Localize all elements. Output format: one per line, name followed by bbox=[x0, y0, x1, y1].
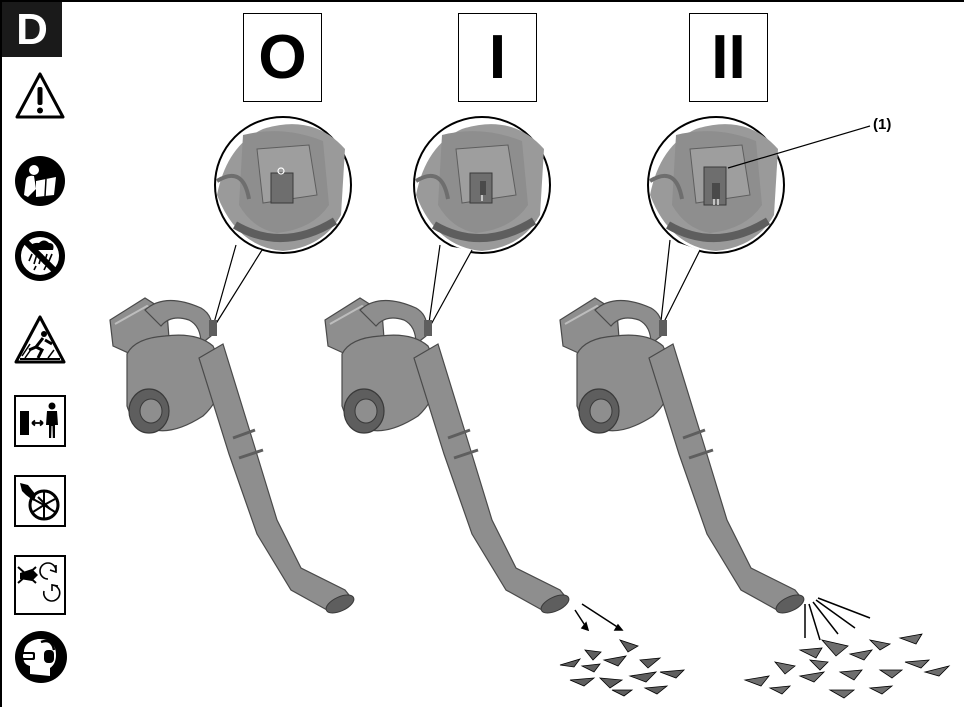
keep-bystanders-away-icon bbox=[14, 395, 66, 447]
callout-tails bbox=[211, 239, 701, 331]
airflow-arrows-low bbox=[574, 603, 624, 632]
mode-box-off: O bbox=[243, 13, 322, 102]
unplug-before-maintenance-icon bbox=[14, 555, 66, 615]
zoom-detail-high bbox=[648, 117, 784, 253]
zoom-detail-off bbox=[215, 117, 351, 253]
thrown-objects-warning-icon bbox=[14, 315, 66, 364]
read-manual-icon bbox=[15, 156, 65, 206]
mode-box-low: I bbox=[458, 13, 537, 102]
zoom-detail-low bbox=[414, 117, 550, 253]
blower-high bbox=[558, 296, 809, 619]
section-badge: D bbox=[2, 2, 62, 57]
mode-label-high: II bbox=[711, 22, 746, 92]
no-rain-icon bbox=[15, 231, 65, 281]
mode-label-low: I bbox=[488, 22, 507, 92]
callout-label: (1) bbox=[873, 116, 892, 133]
rotating-fan-hand-warning-icon bbox=[14, 475, 66, 527]
mode-label-off: O bbox=[258, 22, 307, 92]
frame-top-border bbox=[0, 0, 964, 2]
mode-box-high: II bbox=[689, 13, 768, 102]
wear-eye-ear-protection-icon bbox=[15, 631, 67, 683]
blower-low bbox=[323, 296, 574, 619]
leaves-high bbox=[743, 633, 951, 699]
frame-left-border bbox=[0, 0, 2, 707]
blower-off bbox=[108, 296, 359, 619]
leaves-low bbox=[559, 639, 686, 697]
callout-line bbox=[727, 125, 871, 169]
airflow-arrows-high bbox=[804, 597, 871, 641]
warning-triangle-icon bbox=[15, 72, 65, 119]
